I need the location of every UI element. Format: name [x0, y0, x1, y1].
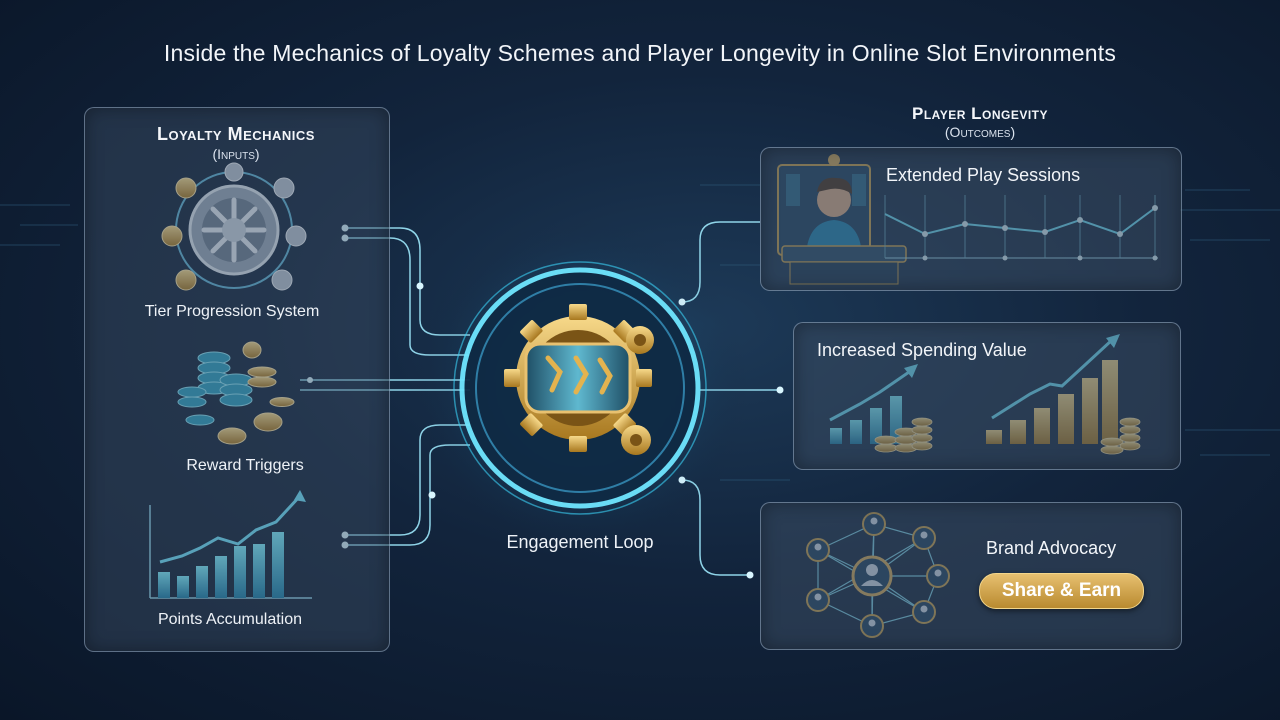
player-longevity-heading: Player Longevity: [911, 104, 1049, 123]
increased-spending-label: Increased Spending Value: [817, 340, 1027, 360]
connector-nodes: [307, 224, 784, 579]
points-accumulation-label: Points Accumulation: [157, 611, 303, 628]
page-title: Inside the Mechanics of Loyalty Schemes …: [163, 40, 1117, 66]
extended-play-sessions-panel: [760, 147, 1182, 291]
coin-stacks-icon: [176, 340, 296, 446]
reward-triggers-label: Reward Triggers: [186, 457, 304, 474]
increased-spending-panel: [793, 322, 1181, 470]
loyalty-mechanics-heading: Loyalty Mechanics: [157, 124, 315, 144]
brand-advocacy-label: Brand Advocacy: [986, 538, 1117, 558]
vault-wheel-icon: [170, 170, 298, 290]
circuit-decoration: [0, 184, 1280, 481]
vault-wheel-graphic: [161, 162, 307, 291]
slot-reel-gear-icon: [500, 300, 660, 460]
share-and-earn-button[interactable]: Share & Earn: [979, 573, 1144, 609]
tier-progression-label: Tier Progression System: [144, 303, 320, 320]
growth-coins-chart-icon: [826, 330, 1146, 456]
rising-bar-chart-graphic: [149, 490, 312, 599]
engagement-loop-label: Engagement Loop: [506, 532, 654, 552]
loyalty-mechanics-subheading: (Inputs): [212, 146, 260, 162]
player-longevity-subheading: (Outcomes): [944, 124, 1016, 140]
engagement-loop-graphic: [410, 218, 750, 558]
extended-play-sessions-label: Extended Play Sessions: [886, 165, 1081, 185]
rising-bar-chart-icon: [148, 490, 312, 600]
loyalty-mechanics-panel: [84, 107, 390, 652]
social-network-icon: [804, 510, 954, 640]
coin-stacks-graphic: [177, 341, 295, 445]
